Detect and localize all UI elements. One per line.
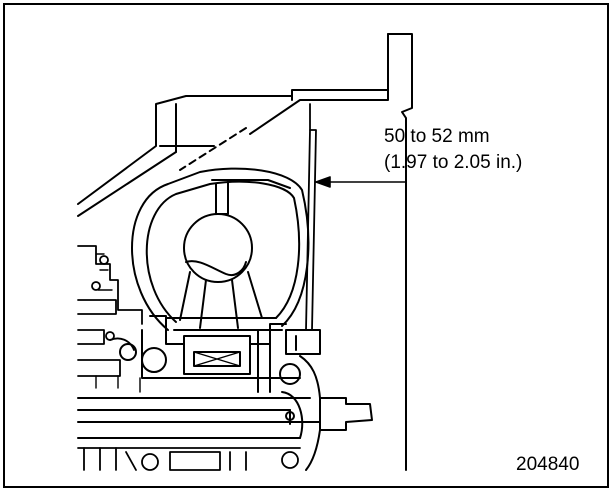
stator-hub <box>165 213 283 331</box>
housing-outline <box>77 33 413 471</box>
bearing-assembly <box>119 315 321 393</box>
input-shaft <box>77 397 321 439</box>
dimension-line <box>315 176 407 188</box>
figure-number: 204840 <box>516 454 580 475</box>
dimension-imperial: (1.97 to 2.05 in.) <box>384 152 523 173</box>
figure-frame <box>3 3 609 488</box>
pump-assembly <box>77 245 143 393</box>
dimension-label: 50 to 52 mm (1.97 to 2.05 in.) <box>384 124 522 176</box>
drive-plate-boss <box>281 355 373 471</box>
dimension-metric: 50 to 52 mm <box>384 126 490 147</box>
lower-gear-train <box>77 447 301 471</box>
converter-shell <box>131 167 310 331</box>
